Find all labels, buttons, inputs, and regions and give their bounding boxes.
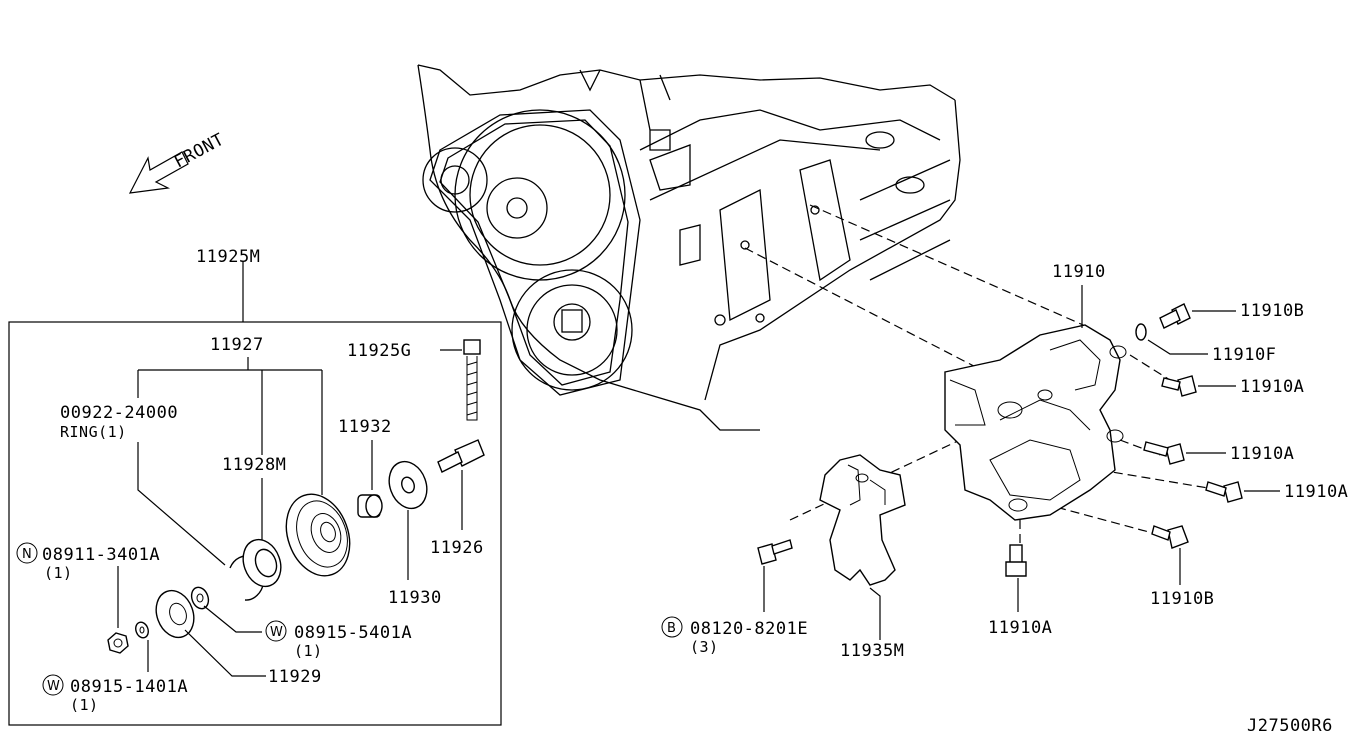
dash-line-1: [809, 204, 1091, 329]
part-11910a-bottom[interactable]: 11910A: [988, 618, 1052, 638]
washer-11910f: [1135, 323, 1147, 341]
bolt-11910a-bottom: [1005, 544, 1027, 577]
part-11925g[interactable]: 11925G: [347, 341, 411, 361]
washer-5401-symbol-circle: [265, 620, 287, 642]
part-11910f[interactable]: 11910F: [1212, 345, 1276, 365]
part-11910b-bottom[interactable]: 11910B: [1150, 589, 1214, 609]
bolt-8201-symbol-circle: [661, 616, 683, 638]
part-11926[interactable]: 11926: [430, 538, 484, 558]
engine-block-illustration: [417, 64, 961, 431]
part-11929[interactable]: 11929: [268, 667, 322, 687]
part-08915-1401a[interactable]: 08915-1401A: [70, 677, 188, 697]
part-00922-24000[interactable]: 00922-24000: [60, 403, 178, 423]
part-08911-3401a[interactable]: 08911-3401A: [42, 545, 160, 565]
part-11925m[interactable]: 11925M: [196, 247, 260, 267]
part-08915-5401a[interactable]: 08915-5401A: [294, 623, 412, 643]
part-11910a-3[interactable]: 11910A: [1284, 482, 1348, 502]
part-08120-8201e[interactable]: 08120-8201E: [690, 619, 808, 639]
part-11927[interactable]: 11927: [210, 335, 264, 355]
part-11930[interactable]: 11930: [388, 588, 442, 608]
part-11910a-1[interactable]: 11910A: [1240, 377, 1304, 397]
bracket-plate-11935m: [819, 454, 906, 586]
washer-11930: [388, 460, 428, 510]
washer-5401: [190, 586, 210, 610]
bolt-11926: [437, 439, 485, 473]
part-11932[interactable]: 11932: [338, 417, 392, 437]
dash-line-4: [1129, 354, 1171, 381]
front-arrow: FRONT: [128, 130, 228, 194]
main-bracket: [944, 324, 1127, 521]
washer-5401-symbol: W: [270, 625, 283, 640]
ring-name: RING(1): [60, 423, 127, 441]
long-bolt: [463, 339, 481, 421]
bolt-11910a-1: [1161, 375, 1197, 397]
assembly-box: [8, 321, 502, 726]
nut: [107, 632, 129, 654]
washer-1401-symbol-circle: [42, 674, 64, 696]
bolt-8201-qty: (3): [690, 638, 719, 656]
front-label: FRONT: [171, 130, 228, 173]
bolt-08120-8201e: [757, 539, 793, 565]
part-11910a-2[interactable]: 11910A: [1230, 444, 1294, 464]
bolt-11910a-3: [1205, 481, 1243, 503]
bolt-8201-symbol: B: [667, 621, 676, 636]
washer-5401-qty: (1): [294, 642, 323, 660]
bolt-11910b-bottom: [1151, 525, 1189, 549]
part-11910[interactable]: 11910: [1052, 262, 1106, 282]
washer-1401: [135, 621, 149, 639]
part-11910b-top[interactable]: 11910B: [1240, 301, 1304, 321]
bolt-11910a-2: [1143, 441, 1185, 465]
dash-line-6: [1099, 469, 1221, 491]
nut-symbol-circle: [16, 542, 38, 564]
dash-line-3: [789, 439, 961, 521]
spacer: [357, 494, 383, 518]
plate-11929: [155, 589, 195, 639]
part-11928m[interactable]: 11928M: [222, 455, 286, 475]
bolt-11910b-top: [1159, 303, 1191, 329]
washer-1401-qty: (1): [70, 696, 99, 714]
nut-symbol: N: [22, 547, 32, 562]
part-11935m[interactable]: 11935M: [840, 641, 904, 661]
nut-qty: (1): [44, 564, 73, 582]
diagram-id: J27500R6: [1247, 716, 1333, 736]
bearing: [242, 538, 282, 588]
ring-leader: [137, 442, 226, 566]
washer-1401-symbol: W: [47, 679, 60, 694]
idler-pulley: [285, 493, 351, 577]
